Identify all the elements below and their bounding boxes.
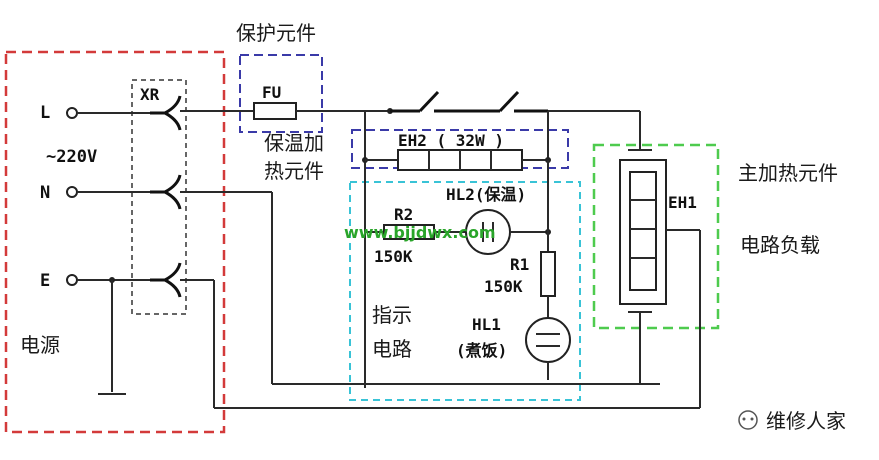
eh2-label: EH2 ( 32W ) xyxy=(398,131,504,150)
chat-bubble-icon xyxy=(738,410,758,430)
indicator-label-line2: 电路 xyxy=(372,337,412,361)
terminal-N xyxy=(66,186,78,198)
eh1-heater xyxy=(629,171,657,291)
brand-name: 维修人家 xyxy=(766,409,846,433)
terminal-E xyxy=(66,274,78,286)
terminal-L-label: L xyxy=(40,103,50,123)
indicator-region-box xyxy=(349,181,581,401)
main-heater-label: 主加热元件 xyxy=(738,161,838,185)
power-label: 电源 xyxy=(20,333,60,357)
thermostat-switch-2 xyxy=(498,90,520,113)
hl1-label: HL1 xyxy=(472,315,501,334)
fuse-label: FU xyxy=(262,83,281,102)
hl1-note: (煮饭) xyxy=(456,341,507,360)
socket-contact-E xyxy=(150,262,182,282)
brand-badge: 维修人家 xyxy=(738,409,846,433)
fuse xyxy=(253,102,297,120)
r1-label: R1 xyxy=(510,255,529,274)
main-heater-region-box xyxy=(592,143,720,330)
r1-value: 150K xyxy=(484,277,523,296)
r1-resistor xyxy=(540,251,556,297)
keep-warm-label-line2: 热元件 xyxy=(264,159,324,183)
terminal-L xyxy=(66,107,78,119)
voltage-label: ~220V xyxy=(46,147,97,167)
protection-label: 保护元件 xyxy=(236,21,316,45)
hl2-label: HL2(保温) xyxy=(446,185,526,204)
thermostat-switch-1 xyxy=(418,90,440,113)
terminal-E-label: E xyxy=(40,271,50,291)
socket-contact-N xyxy=(150,174,182,194)
watermark: www.bjjdwx.com xyxy=(344,223,496,242)
eh1-label: EH1 xyxy=(668,193,697,212)
socket-label: XR xyxy=(140,85,160,104)
hl1-lamp xyxy=(525,317,571,363)
indicator-label-line1: 指示 xyxy=(372,303,412,327)
r2-value: 150K xyxy=(374,247,413,266)
keep-warm-label-line1: 保温加 xyxy=(264,131,324,155)
power-region-box xyxy=(4,50,226,434)
circuit-load-label: 电路负载 xyxy=(740,233,820,257)
r2-label: R2 xyxy=(394,205,413,224)
protection-region-box xyxy=(239,54,323,133)
socket-box xyxy=(131,79,187,315)
terminal-N-label: N xyxy=(40,183,50,203)
